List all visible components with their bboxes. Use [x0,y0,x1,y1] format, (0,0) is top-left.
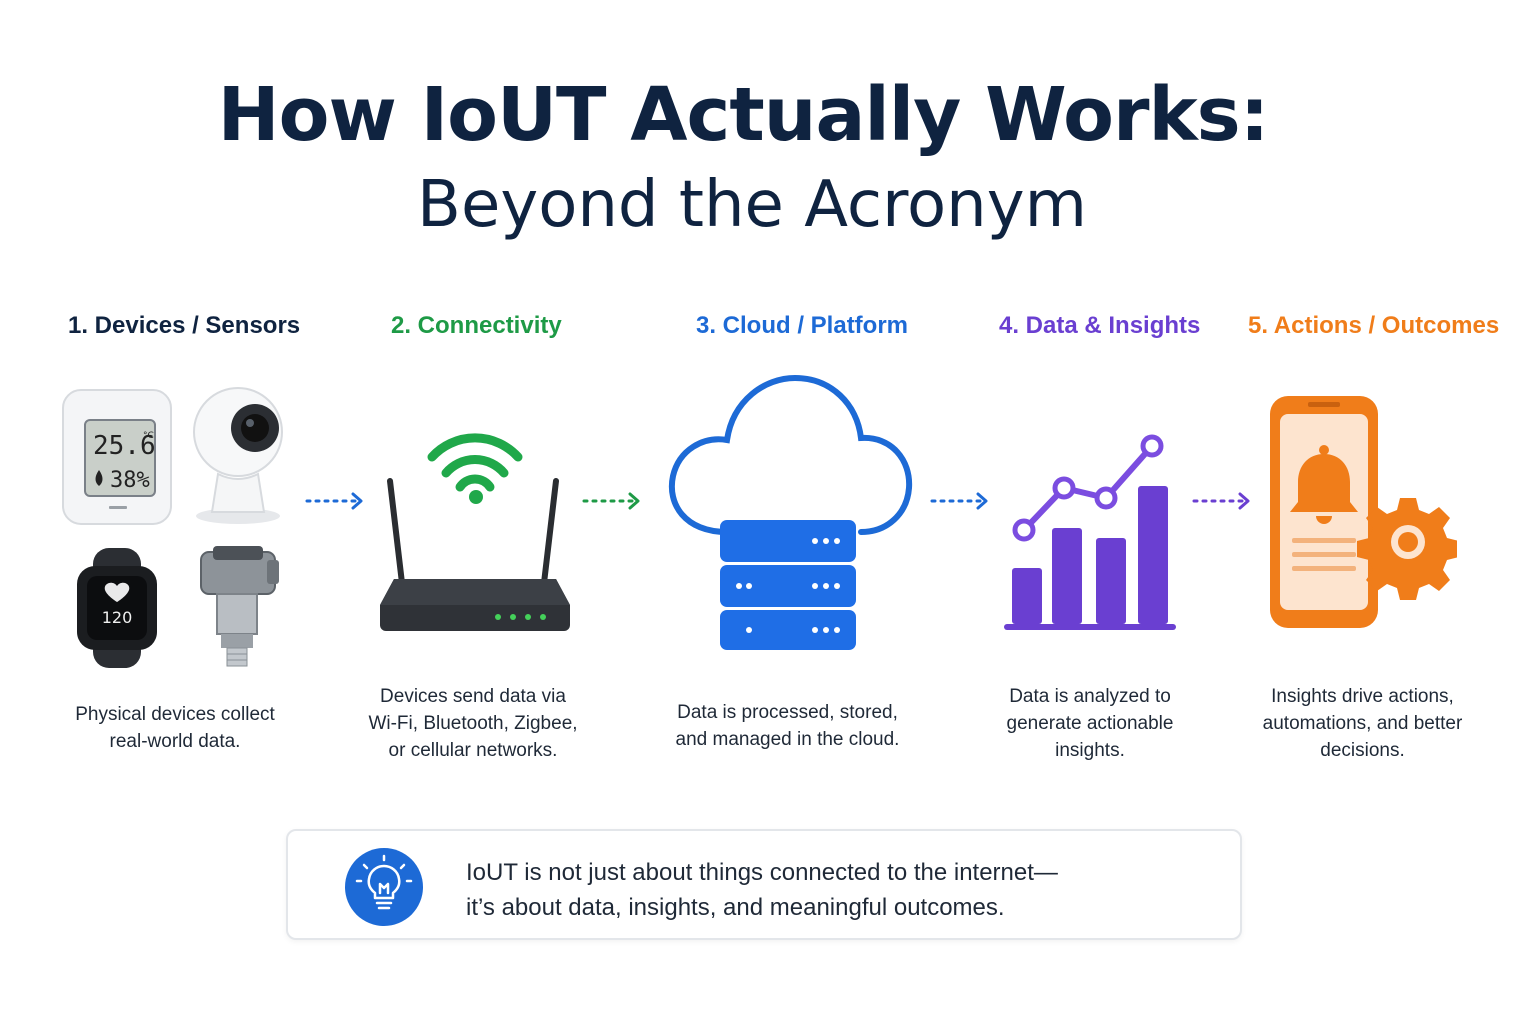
arrow-right-icon [305,490,367,512]
step-description-cloud: Data is processed, stored, and managed i… [675,702,900,750]
pressure-sensor-icon [200,546,279,667]
callout-text: IoUT is not just about things connected … [466,859,1058,921]
temperature-unit: °C [143,431,154,441]
temperature-reading: 25.6 [93,431,156,461]
gear-icon [1357,498,1457,600]
camera-icon [193,387,283,524]
step-description-devices: Physical devices collect real-world data… [75,704,275,752]
arrow-right-icon [582,490,644,512]
server-stack-icon [720,520,856,650]
heart-rate-reading: 120 [102,608,133,627]
step-description-insights: Data is analyzed to generate actionable … [1006,686,1174,761]
page-title: How IoUT Actually Works: [217,72,1270,158]
bell-icon [1290,445,1358,524]
step-title-devices: 1. Devices / Sensors [68,312,301,339]
step-title-actions: 5. Actions / Outcomes [1248,312,1500,339]
bar-chart-illustration [1000,428,1180,638]
summary-callout: IoUT is not just about things connected … [286,829,1242,940]
page-subtitle: Beyond the Acronym [417,168,1087,242]
arrow-right-icon [930,490,992,512]
wifi-icon [427,433,523,504]
devices-sensors-illustration: 25.6 °C 38% 120 [55,378,295,678]
step-description-actions: Insights drive actions, automations, and… [1262,686,1463,761]
humidity-reading: 38% [110,468,150,493]
router-illustration [370,425,580,640]
step-title-cloud: 3. Cloud / Platform [696,312,909,339]
step-title-insights: 4. Data & Insights [999,312,1201,339]
lightbulb-icon [344,847,424,927]
cloud-server-illustration [665,372,915,652]
arrow-right-icon [1192,490,1254,512]
phone-notification-illustration [1262,392,1457,632]
step-description-connectivity: Devices send data via Wi-Fi, Bluetooth, … [368,686,578,761]
thermometer-sensor-icon: 25.6 °C 38% [62,389,172,525]
smartwatch-icon: 120 [77,548,157,668]
step-title-connectivity: 2. Connectivity [391,312,562,339]
